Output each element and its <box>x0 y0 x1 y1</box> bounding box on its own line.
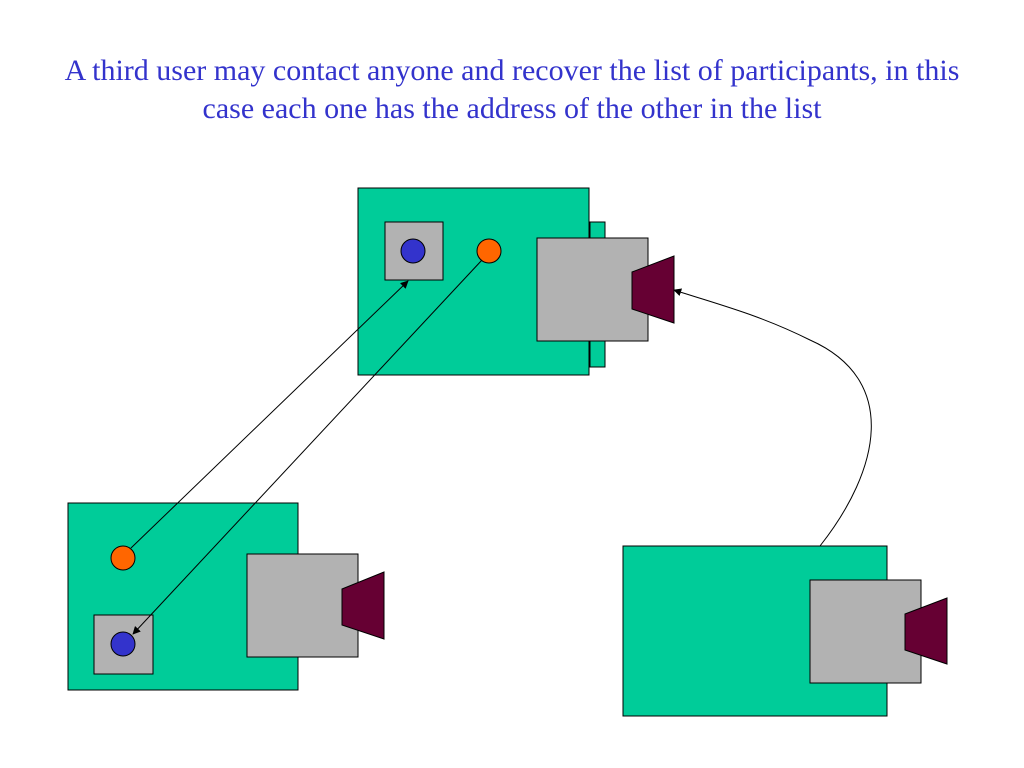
speaker-panel <box>536 237 649 342</box>
address-dot-icon <box>400 238 426 264</box>
connector-left-to-top-list <box>130 280 409 549</box>
participant-node-top <box>357 187 675 376</box>
address-dot-icon <box>476 238 502 264</box>
speaker-horn-icon <box>904 597 948 665</box>
slide-title: A third user may contact anyone and reco… <box>64 54 960 125</box>
third-user-node <box>622 545 948 717</box>
speaker-horn-icon <box>341 571 385 640</box>
speaker-panel <box>809 579 922 684</box>
speaker-horn-icon <box>631 255 675 324</box>
connector-third-user-to-top <box>673 288 872 547</box>
address-dot-icon <box>110 545 136 571</box>
address-dot-icon <box>110 631 136 657</box>
participant-node-left <box>67 502 385 691</box>
speaker-panel <box>246 553 359 658</box>
connector-top-to-left-list <box>132 259 483 635</box>
